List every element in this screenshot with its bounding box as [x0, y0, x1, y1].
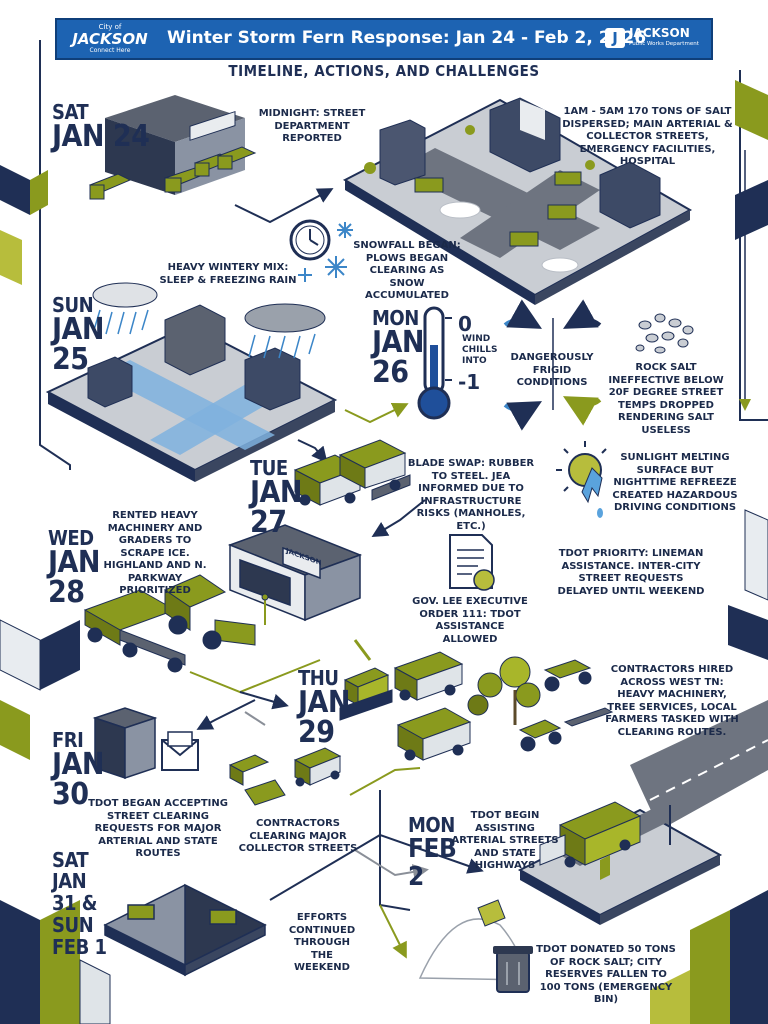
logo-city-label: City of: [98, 23, 122, 31]
day-name: SAT: [52, 848, 89, 872]
caption-gov-order: GOV. LEE EXECUTIVE ORDER 111: TDOT ASSIS…: [412, 596, 528, 645]
rock-salt-icon: [635, 313, 694, 354]
frame-line-right: [739, 70, 768, 421]
day-label-thu-jan-29: THU JAN 29: [298, 668, 358, 748]
public-works-tagline: Public Works Department: [629, 41, 699, 47]
day-date: JAN 29: [298, 685, 351, 750]
day-date: JAN 24: [52, 119, 150, 154]
city-logo: City of JACKSON Connect Here: [65, 23, 155, 55]
day-label-fri-jan-30: FRI JAN 30: [52, 730, 112, 810]
caption-tdot-assisting: TDOT BEGIN ASSISTING ARTERIAL STREETS AN…: [451, 810, 559, 871]
page-title: Winter Storm Fern Response: Jan 24 - Feb…: [167, 28, 647, 48]
day-name: SAT: [52, 100, 89, 124]
caption-rented-machinery: RENTED HEAVY MACHINERY AND GRADERS TO SC…: [103, 510, 207, 596]
day-date: JAN 28: [48, 545, 101, 610]
frame-line: [39, 40, 71, 470]
day-date: JAN 30: [52, 747, 105, 812]
day-label-sun-jan-25: SUN JAN 25: [52, 295, 112, 375]
caption-wintery-mix: HEAVY WINTERY MIX: SLEEP & FREEZING RAIN: [159, 262, 297, 286]
day-date: JAN 25: [52, 312, 105, 377]
day-name: THU: [298, 666, 339, 690]
plow-trucks-illustration: [293, 439, 411, 506]
day-date: FEB 2: [408, 834, 457, 892]
day-label-mon-jan-26: MON JAN 26: [372, 308, 432, 388]
snowflake-icon: [298, 222, 353, 282]
collector-trucks-illustration: [228, 747, 342, 806]
day-label-wed-jan-28: WED JAN 28: [48, 528, 108, 608]
caption-rock-salt: ROCK SALT INEFFECTIVE BELOW 20F DEGREE S…: [608, 362, 724, 436]
trash-bin-icon: [493, 946, 533, 993]
logo-city-name: JACKSON: [72, 30, 148, 48]
day-label-mon-feb-2: MON FEB 2: [408, 813, 457, 892]
day-label-sat-jan-31: SAT JAN 31 & SUN FEB 1: [52, 850, 114, 958]
thermometer-top-value: 0: [458, 312, 472, 336]
highway-illustration: [517, 700, 768, 925]
decor-cubes-right: [650, 80, 768, 1024]
decor-cubes-left: [0, 165, 111, 1024]
street-department-illustration: [88, 95, 257, 200]
salt-city-block-illustration: [342, 97, 693, 305]
day-date: JAN 26: [372, 325, 425, 390]
logo-city-tagline: Connect Here: [89, 47, 131, 54]
day-name: TUE: [250, 456, 288, 480]
day-label-sat-jan-24: SAT JAN 24: [52, 100, 150, 154]
jackson-building-illustration: [227, 524, 363, 622]
thermometer-icon: [417, 306, 452, 420]
clock-icon: [289, 219, 331, 261]
day-date: JAN 27: [250, 475, 303, 540]
tdot-building-illustration: [92, 707, 158, 780]
caption-contractors-clearing: CONTRACTORS CLEARING MAJOR COLLECTOR STR…: [238, 818, 358, 854]
caption-donated-salt: TDOT DONATED 50 TONS OF ROCK SALT; CITY …: [536, 944, 676, 1005]
caption-midnight: MIDNIGHT: STREET DEPARTMENT REPORTED: [258, 108, 366, 144]
caption-snowfall: SNOWFALL BEGAN; PLOWS BEGAN CLEARING AS …: [353, 240, 461, 301]
header-banner: City of JACKSON Connect Here Winter Stor…: [55, 18, 713, 60]
contractor-machinery-illustration: [339, 639, 614, 761]
caption-blade-swap: BLADE SWAP: RUBBER TO STEEL. JEA INFORME…: [407, 458, 535, 532]
caption-tdot-priority: TDOT PRIORITY: LINEMAN ASSISTANCE. INTER…: [557, 548, 705, 597]
caption-contractors-hired: CONTRACTORS HIRED ACROSS WEST TN: HEAVY …: [605, 664, 739, 738]
day-name: SUN: [52, 293, 94, 317]
caption-sunlight: SUNLIGHT MELTING SURFACE BUT NIGHTTIME R…: [612, 452, 738, 513]
caption-tdot-accepting: TDOT BEGAN ACCEPTING STREET CLEARING REQ…: [88, 798, 228, 859]
mail-icon: [161, 731, 199, 771]
weekend-tile-illustration: [103, 883, 267, 977]
caption-salt-dispersed: 1AM - 5AM 170 TONS OF SALT DISPERSED; MA…: [562, 106, 733, 167]
day-label-tue-jan-27: TUE JAN 27: [250, 458, 310, 538]
wind-arrows-icon: [503, 299, 602, 431]
day-name: MON: [372, 306, 419, 330]
document-icon: [449, 534, 495, 591]
day-date: JAN 31 & SUN FEB 1: [52, 869, 107, 959]
thermometer-label: WIND CHILLS INTO: [462, 334, 498, 366]
day-name: MON: [408, 813, 455, 837]
caption-efforts-continued: EFFORTS CONTINUED THROUGH THE WEEKEND: [288, 912, 356, 973]
graders-illustration: [83, 574, 269, 673]
day-name: WED: [48, 526, 94, 550]
caption-frigid: DANGEROUSLY FRIGID CONDITIONS: [510, 352, 594, 388]
public-works-name: JACKSON: [629, 26, 690, 40]
thermometer-bottom-value: -1: [458, 370, 481, 394]
sun-melting-icon: [556, 441, 607, 518]
icy-intersection-illustration: [45, 282, 338, 482]
day-name: FRI: [52, 728, 84, 752]
page-subtitle: TIMELINE, ACTIONS, AND CHALLENGES: [228, 62, 540, 80]
public-works-logo: J JACKSON Public Works Department: [605, 26, 701, 54]
public-works-logo-mark: J: [605, 28, 625, 48]
